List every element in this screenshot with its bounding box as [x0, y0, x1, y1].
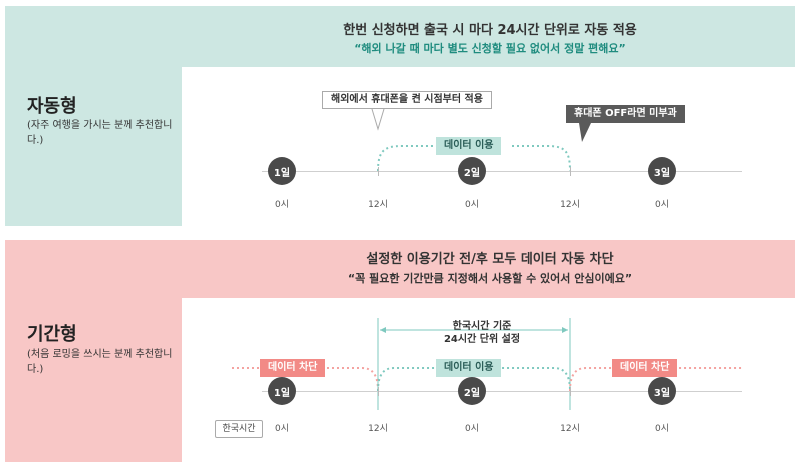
- period-headline: 설정한 이용기간 전/후 모두 데이터 자동 차단: [366, 252, 614, 267]
- auto-tick-12a: [378, 167, 379, 176]
- auto-time-2: 0시: [464, 200, 479, 210]
- period-type-panel: 설정한 이용기간 전/후 모두 데이터 자동 차단 “꼭 필요한 기간만큼 지정…: [5, 240, 795, 462]
- range-note-line-1: 한국시간 기준: [452, 321, 512, 332]
- period-time-4: 0시: [654, 424, 669, 434]
- auto-headline: 한번 신청하면 출국 시 마다 24시간 단위로 자동 적용: [343, 23, 637, 38]
- callout-start-pointer: [371, 108, 385, 131]
- period-subline: “꼭 필요한 기간만큼 지정해서 사용할 수 있어서 안심이에요”: [347, 272, 633, 285]
- period-timeline-area: 한국시간 기준 24시간 단위 설정 데이터 차단 데이터 이용 데이터 차단 …: [182, 298, 795, 462]
- period-data-block-left: 데이터 차단: [260, 359, 326, 377]
- callout-off-pointer: [579, 123, 591, 142]
- auto-data-use: 데이터 이용: [436, 137, 502, 155]
- period-timeline: [262, 391, 742, 392]
- period-time-2: 0시: [464, 424, 479, 434]
- auto-time-3: 12시: [560, 200, 580, 210]
- auto-timeline-area: 해외에서 휴대폰을 켠 시점부터 적용 휴대폰 OFF라면 미부과 데이터 이용…: [182, 67, 795, 226]
- auto-day-2: 2일: [458, 157, 486, 185]
- auto-usage-curve-right: [512, 145, 571, 172]
- auto-day-1: 1일: [268, 157, 296, 185]
- range-arrow-right-head: [562, 327, 568, 333]
- auto-connector-lines: [371, 108, 591, 172]
- auto-time-1: 12시: [368, 200, 388, 210]
- period-data-block-right: 데이터 차단: [612, 359, 678, 377]
- period-time-0: 0시: [274, 424, 289, 434]
- period-tick-12a: [378, 387, 379, 396]
- auto-subline: “해외 나갈 때 마다 별도 신청할 필요 없어서 정말 편해요”: [354, 42, 626, 55]
- block-curve-right: [569, 367, 742, 392]
- period-day-1: 1일: [268, 377, 296, 405]
- auto-callout-off: 휴대폰 OFF라면 미부과: [566, 105, 685, 123]
- period-tick-12b: [570, 387, 571, 396]
- range-note-line-2: 24시간 단위 설정: [443, 334, 521, 345]
- auto-time-0: 0시: [274, 200, 289, 210]
- period-title: 기간형: [27, 324, 77, 345]
- auto-time-4: 0시: [654, 200, 669, 210]
- period-day-2: 2일: [458, 377, 486, 405]
- auto-usage-curve-left: [377, 145, 442, 172]
- block-curve-left: [232, 367, 379, 392]
- auto-title: 자동형: [27, 96, 77, 117]
- auto-day-3: 3일: [648, 157, 676, 185]
- auto-callout-start: 해외에서 휴대폰을 켠 시점부터 적용: [322, 91, 492, 109]
- auto-type-panel: 한번 신청하면 출국 시 마다 24시간 단위로 자동 적용 “해외 나갈 때 …: [5, 6, 795, 226]
- range-arrow-left-head: [380, 327, 386, 333]
- kst-label: 한국시간: [215, 420, 263, 438]
- period-time-3: 12시: [560, 424, 580, 434]
- auto-description: (자주 여행을 가시는 분께 추천합니다.): [27, 120, 173, 146]
- period-day-3: 3일: [648, 377, 676, 405]
- range-note: 한국시간 기준 24시간 단위 설정: [407, 320, 557, 346]
- period-data-use: 데이터 이용: [436, 359, 502, 377]
- auto-tick-12b: [570, 167, 571, 176]
- period-time-1: 12시: [368, 424, 388, 434]
- auto-timeline: [262, 171, 742, 172]
- period-description: (처음 로밍을 쓰시는 분께 추천합니다.): [27, 349, 173, 375]
